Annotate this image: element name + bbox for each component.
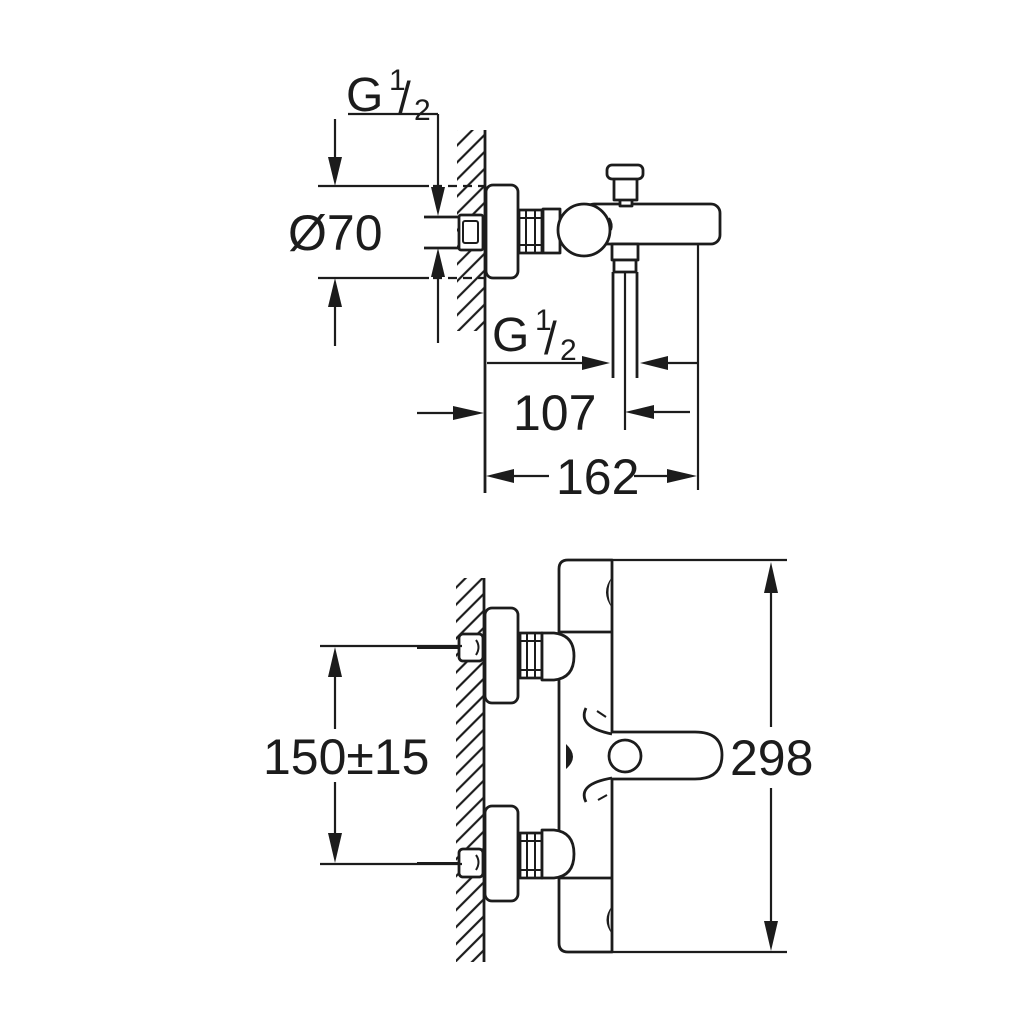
inlet-square-inner (462, 220, 479, 244)
dim-298 (612, 558, 787, 954)
thread-slash: / (398, 72, 411, 124)
front-view-drawing: 298 150±15 (263, 558, 813, 962)
dim-150-label: 150±15 (263, 729, 429, 785)
spout-button-circle (607, 738, 643, 774)
dim-inlet-thread (348, 112, 445, 343)
bolt-head (457, 632, 485, 663)
union-nut (518, 831, 544, 880)
escutcheon (483, 606, 520, 705)
thread-letter: G (492, 309, 529, 362)
inlet-thread-label: G 1 / 2 (346, 64, 431, 127)
spout-dark-detail (566, 744, 573, 769)
knob-circle (556, 202, 612, 258)
dim-107-label: 107 (513, 385, 596, 441)
union-nut (517, 208, 544, 255)
union-dome (540, 631, 576, 682)
union-dome (540, 828, 576, 880)
thread-numerator: 1 (389, 64, 406, 97)
dim-150 (320, 644, 462, 866)
dim-escutcheon-diameter (318, 119, 486, 346)
thread-letter: G (346, 69, 383, 122)
knob-edge-tick (608, 217, 613, 231)
spout-profile (582, 707, 613, 803)
thread-denominator: 2 (414, 94, 431, 127)
thread-slash: / (544, 312, 557, 364)
diameter-label: Ø70 (288, 205, 383, 261)
diverter-knob (605, 163, 645, 208)
hose-thread-label: G 1 / 2 (492, 304, 577, 367)
side-view-drawing: G 1 / 2 Ø70 G 1 / 2 107 162 (288, 64, 722, 505)
dim-298-label: 298 (730, 730, 813, 786)
escutcheon (483, 804, 520, 903)
escutcheon (484, 183, 520, 280)
knob-groove (606, 906, 612, 934)
thread-denominator: 2 (560, 334, 577, 367)
dim-hose-thread (487, 356, 698, 370)
dim-107 (417, 405, 690, 420)
bolt-head (457, 847, 485, 879)
dim-162 (486, 469, 697, 483)
knob-groove (606, 577, 612, 608)
thread-numerator: 1 (535, 304, 552, 337)
union-nut (518, 631, 544, 680)
dim-162-label: 162 (556, 449, 639, 505)
